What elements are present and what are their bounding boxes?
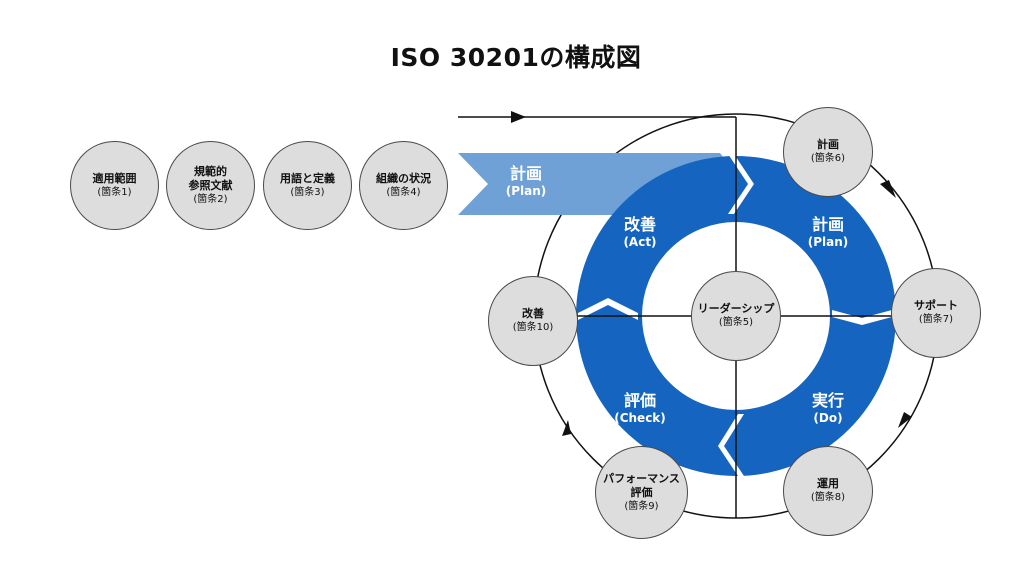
cycle-arrow-bottom-left [562, 420, 571, 436]
chain-node-context-title: 組織の状況 [376, 171, 431, 185]
ring-notch-bottom [718, 414, 744, 476]
chain-node-references-clause: (箇条2) [193, 193, 228, 205]
outer-node-support: サポート (箇条7) [891, 268, 981, 358]
plan-arrow-label-sub: (Plan) [505, 184, 547, 198]
chain-node-context: 組織の状況 (箇条4) [359, 141, 448, 230]
outer-node-support-title: サポート [914, 299, 958, 312]
chain-node-terms-clause: (箇条3) [290, 186, 325, 198]
chain-node-scope-clause: (箇条1) [97, 186, 132, 198]
cycle-arrow-upper-right [880, 180, 896, 198]
outer-node-operation-clause: (箇条8) [810, 492, 846, 503]
center-node-title: リーダーシップ [697, 302, 775, 315]
ring-notch-top [728, 154, 754, 214]
chain-node-context-clause: (箇条4) [386, 186, 421, 198]
chain-node-scope: 適用範囲 (箇条1) [70, 141, 159, 230]
chain-node-terms: 用語と定義 (箇条3) [263, 141, 352, 230]
center-node-leadership: リーダーシップ (箇条5) [691, 271, 781, 361]
quadrant-plan-sub: (Plan) [807, 235, 849, 249]
outer-node-evaluation-title-2: 評価 [630, 485, 653, 499]
chain-node-references-title-2: 参照文献 [188, 178, 233, 192]
quadrant-check-label: 評価 (Check) [600, 391, 680, 426]
quadrant-act-sub: (Act) [623, 235, 657, 249]
outer-node-plan: 計画 (箇条6) [783, 107, 873, 197]
quadrant-do-main: 実行 [811, 391, 844, 410]
quadrant-plan-main: 計画 [811, 215, 844, 234]
outer-node-improvement-title: 改善 [522, 307, 544, 320]
ring-notch-right [832, 310, 892, 325]
quadrant-check-sub: (Check) [614, 411, 666, 425]
outer-node-operation: 運用 (箇条8) [783, 446, 873, 536]
outer-node-plan-clause: (箇条6) [810, 153, 846, 164]
cycle-arrow-lower-right [898, 412, 912, 428]
quadrant-check-main: 評価 [623, 391, 656, 410]
center-node-clause: (箇条5) [718, 317, 754, 328]
outer-node-improvement: 改善 (箇条10) [488, 276, 578, 366]
plan-arrow-label-main: 計画 [509, 164, 542, 183]
quadrant-act-label: 改善 (Act) [600, 215, 680, 250]
outer-node-support-clause: (箇条7) [918, 314, 954, 325]
chain-node-terms-title: 用語と定義 [280, 171, 335, 185]
outer-node-evaluation-clause: (箇条9) [624, 500, 659, 512]
outer-node-plan-title: 計画 [817, 138, 839, 151]
page-title: ISO 30201の構成図 [390, 43, 642, 72]
outer-node-evaluation-title: パフォーマンス [603, 471, 680, 485]
quadrant-act-main: 改善 [623, 215, 656, 234]
entry-arrow-head [511, 111, 526, 123]
ring-notch-left [578, 298, 638, 320]
outer-node-improvement-clause: (箇条10) [512, 322, 554, 333]
chain-node-references-title: 規範的 [194, 164, 227, 178]
quadrant-do-sub: (Do) [813, 411, 843, 425]
plan-arrow-label: 計画 (Plan) [486, 164, 566, 199]
quadrant-plan-label: 計画 (Plan) [788, 215, 868, 250]
outer-node-operation-title: 運用 [817, 477, 839, 490]
quadrant-do-label: 実行 (Do) [788, 391, 868, 426]
chain-node-scope-title: 適用範囲 [92, 171, 137, 185]
chain-node-references: 規範的 参照文献 (箇条2) [166, 141, 255, 230]
outer-node-evaluation: パフォーマンス 評価 (箇条9) [595, 446, 688, 539]
